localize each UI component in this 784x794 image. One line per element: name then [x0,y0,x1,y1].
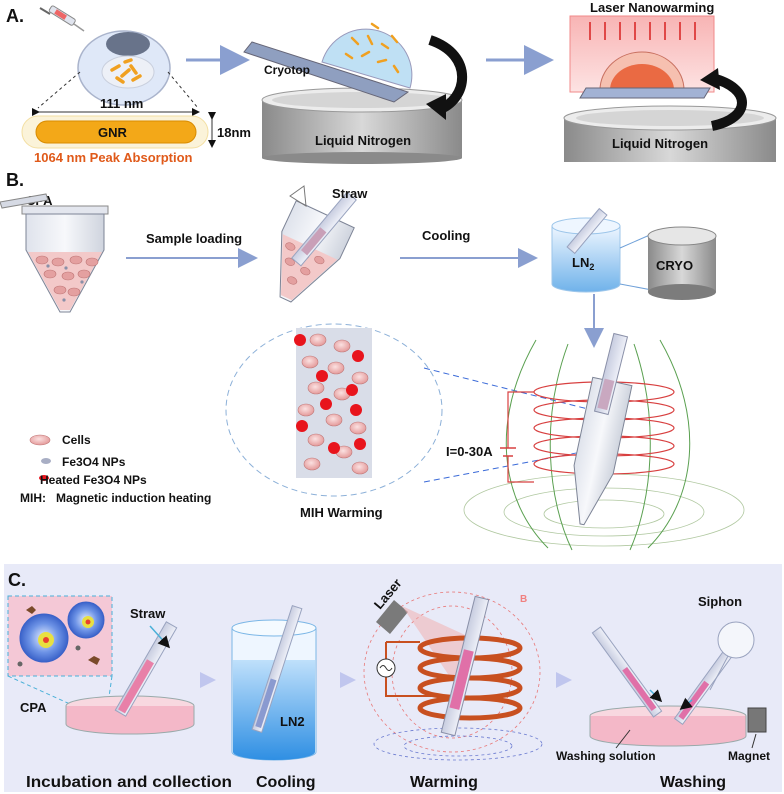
laser-nanowarming: Laser Nanowarming [569,0,715,99]
ln2-label-b: LN2 [572,255,594,272]
washing-solution-label: Washing solution [556,749,656,763]
step-warming: Warming [410,774,478,791]
mih-warming-label: MIH Warming [300,505,383,520]
cryotop-device: Cryotop [243,22,413,103]
panel-a: A. 111 nm GNR [6,0,777,165]
syringe-icon [39,5,85,32]
arrow-c2 [340,672,356,688]
centrifuge-tube-1 [0,193,109,313]
washing-setup [589,621,767,749]
cryo-canister: CRYO [647,226,717,300]
induction-coil [463,332,745,551]
gnr-label: GNR [98,125,128,140]
liquid-nitrogen-2-label: Liquid Nitrogen [612,136,708,151]
panel-c: C. Straw CPA [4,564,782,792]
b-mark: B [520,594,527,605]
ln2-label-c: LN2 [280,714,305,729]
sample-loading-label: Sample loading [146,231,242,246]
mih-zoom-view: MIH Warming [225,323,443,520]
rotation-arrow-1 [428,35,468,115]
warming-setup: Laser B [363,576,543,761]
centrifuge-tube-with-straw [279,185,357,303]
straw-label-c: Straw [130,606,166,621]
oocyte-with-gnr [77,30,171,106]
liquid-nitrogen-dewar-2: Liquid Nitrogen [563,105,777,162]
step-cooling: Cooling [256,774,316,791]
legend-mih-key: MIH: [20,491,46,505]
siphon-label: Siphon [698,594,742,609]
cryotop-label: Cryotop [264,63,310,77]
legend-heated: Heated Fe3O4 NPs [40,473,147,487]
dimension-width-label: 111 nm [100,96,143,111]
panel-a-label: A. [6,6,24,26]
panel-b: B. CPA Sample loading [0,170,745,551]
laser-nanowarming-label: Laser Nanowarming [590,0,714,15]
legend-mih-desc: Magnetic induction heating [56,491,211,505]
liquid-nitrogen-dewar-1: Liquid Nitrogen [261,87,463,164]
cpa-label-c: CPA [20,700,47,715]
legend-b: Cells Fe3O4 NPs Heated Fe3O4 NPs MIH: Ma… [20,433,211,505]
absorption-note: 1064 nm Peak Absorption [34,150,193,165]
legend-cells: Cells [62,433,91,447]
arrow-c1 [200,672,216,688]
magnet-label: Magnet [728,749,770,763]
step-incubation: Incubation and collection [26,774,232,791]
step-washing: Washing [660,774,726,791]
liquid-nitrogen-1-label: Liquid Nitrogen [315,133,411,148]
magnet-icon [747,707,767,733]
laser-device-icon [376,600,408,634]
ln2-container: LN2 [551,207,621,293]
cooling-beaker: LN2 [231,605,317,761]
straw-label-b: Straw [332,186,368,201]
cryo-label: CRYO [656,258,693,273]
arrow-c3 [556,672,572,688]
cooling-label-b: Cooling [422,228,470,243]
legend-fe3o4: Fe3O4 NPs [62,455,126,469]
panel-c-label: C. [8,570,26,590]
gnr-rod: GNR [21,115,209,149]
rotation-arrow-2 [710,73,747,131]
dimension-height-label: 18nm [217,125,251,140]
oocyte-inset [7,595,113,677]
panel-b-label: B. [6,170,24,190]
current-label: I=0-30A [446,444,493,459]
